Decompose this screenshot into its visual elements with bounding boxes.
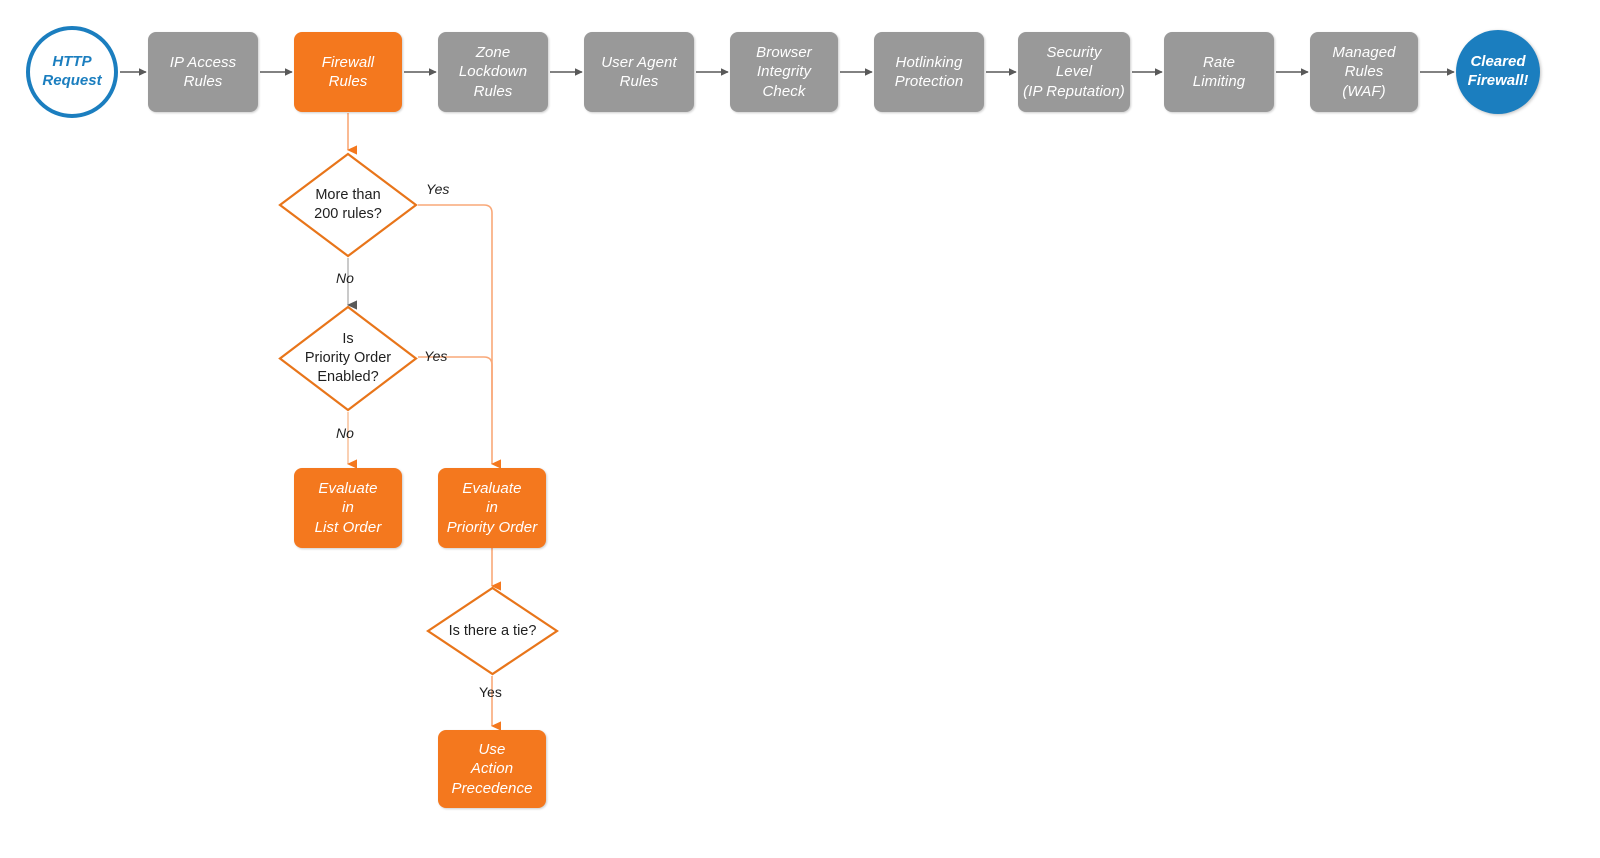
edge-label-rules-yes: Yes (426, 181, 450, 197)
edge-label-priority-yes: Yes (424, 348, 448, 364)
edge-label-tie-yes: Yes (479, 684, 502, 700)
diamond-shape-icon (426, 586, 559, 676)
edge-label-rules-no: No (336, 270, 354, 286)
diamond-shape-icon (278, 305, 418, 412)
decision-is-there-a-tie-label: Is there a tie? (448, 622, 537, 639)
edge-label-priority-no: No (336, 425, 354, 441)
diamond-shape-icon (278, 152, 418, 258)
decision-is-there-a-tie[interactable]: Is there a tie? (426, 586, 559, 676)
